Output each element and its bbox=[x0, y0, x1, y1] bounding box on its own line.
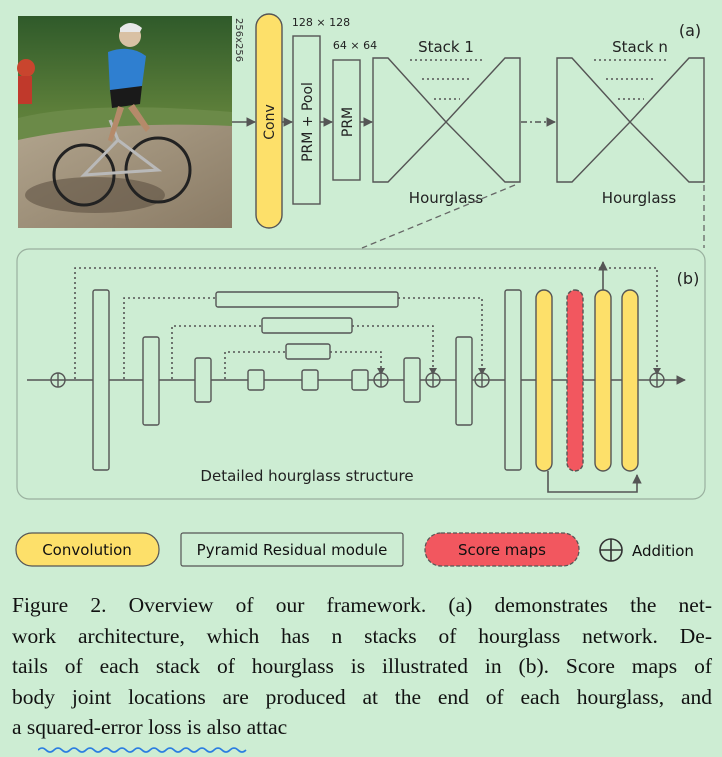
addition-nodes bbox=[50, 372, 665, 388]
caption-line-3: tails of each stack of hourglass is illu… bbox=[12, 654, 712, 678]
caption-line-2: work architecture, which has n stacks of… bbox=[12, 623, 712, 648]
hourglass-label-1: Hourglass bbox=[409, 189, 484, 207]
panel-b-title: Detailed hourglass structure bbox=[200, 467, 413, 485]
legend-score-swatch bbox=[424, 532, 580, 567]
spellcheck-underline bbox=[38, 747, 247, 753]
output-conv-block-3 bbox=[621, 289, 639, 472]
figure-caption: Figure 2. Overview of our framework. (a)… bbox=[12, 590, 712, 743]
conv-label: Conv bbox=[262, 104, 278, 140]
prm-label: PRM bbox=[340, 107, 356, 137]
score-map-block bbox=[566, 289, 584, 472]
caption-line-1: Figure 2. Overview of our framework. (a)… bbox=[12, 593, 712, 617]
panel-a-label: (a) bbox=[679, 21, 701, 40]
caption-line-5: a squared-error loss is also attac bbox=[12, 715, 288, 739]
stack-n-hourglass bbox=[556, 57, 705, 183]
legend-addition-icon bbox=[599, 538, 623, 562]
legend-prm-label: Pyramid Residual module bbox=[197, 541, 388, 559]
stack-n-title: Stack n bbox=[612, 38, 668, 56]
bottom-loop-arrow bbox=[547, 471, 642, 493]
conv-block bbox=[255, 13, 283, 229]
framework-figure: 256x256 Conv 128 × 128 PRM + Pool 64 × 6… bbox=[15, 13, 706, 567]
legend-prm-swatch bbox=[180, 532, 404, 567]
output-conv-block-1 bbox=[535, 289, 553, 472]
legend-convolution-swatch bbox=[15, 532, 160, 567]
size-64-label: 64 × 64 bbox=[333, 39, 377, 52]
caption-line-4: body joint locations are produced at the… bbox=[12, 684, 712, 709]
output-conv-block-2 bbox=[594, 289, 612, 472]
hourglass-prm-blocks bbox=[92, 289, 522, 471]
size-128-label: 128 × 128 bbox=[292, 16, 350, 29]
legend-score-label: Score maps bbox=[458, 541, 546, 559]
input-size-label: 256x256 bbox=[233, 18, 244, 62]
hourglass-label-n: Hourglass bbox=[602, 189, 677, 207]
prm-pool-label: PRM + Pool bbox=[300, 82, 316, 162]
legend-addition-label: Addition bbox=[632, 542, 694, 560]
stack-1-hourglass bbox=[372, 57, 521, 183]
prm-pool-block bbox=[292, 35, 321, 205]
prm-block bbox=[332, 59, 361, 181]
input-photo bbox=[17, 16, 232, 228]
stack-1-title: Stack 1 bbox=[418, 38, 474, 56]
skip-connections bbox=[74, 267, 658, 379]
panel-b-label: (b) bbox=[677, 269, 700, 288]
caption-fade bbox=[322, 728, 722, 757]
skip-arrowheads bbox=[377, 368, 661, 375]
panel-b-frame bbox=[16, 248, 706, 500]
legend-convolution-label: Convolution bbox=[42, 541, 132, 559]
